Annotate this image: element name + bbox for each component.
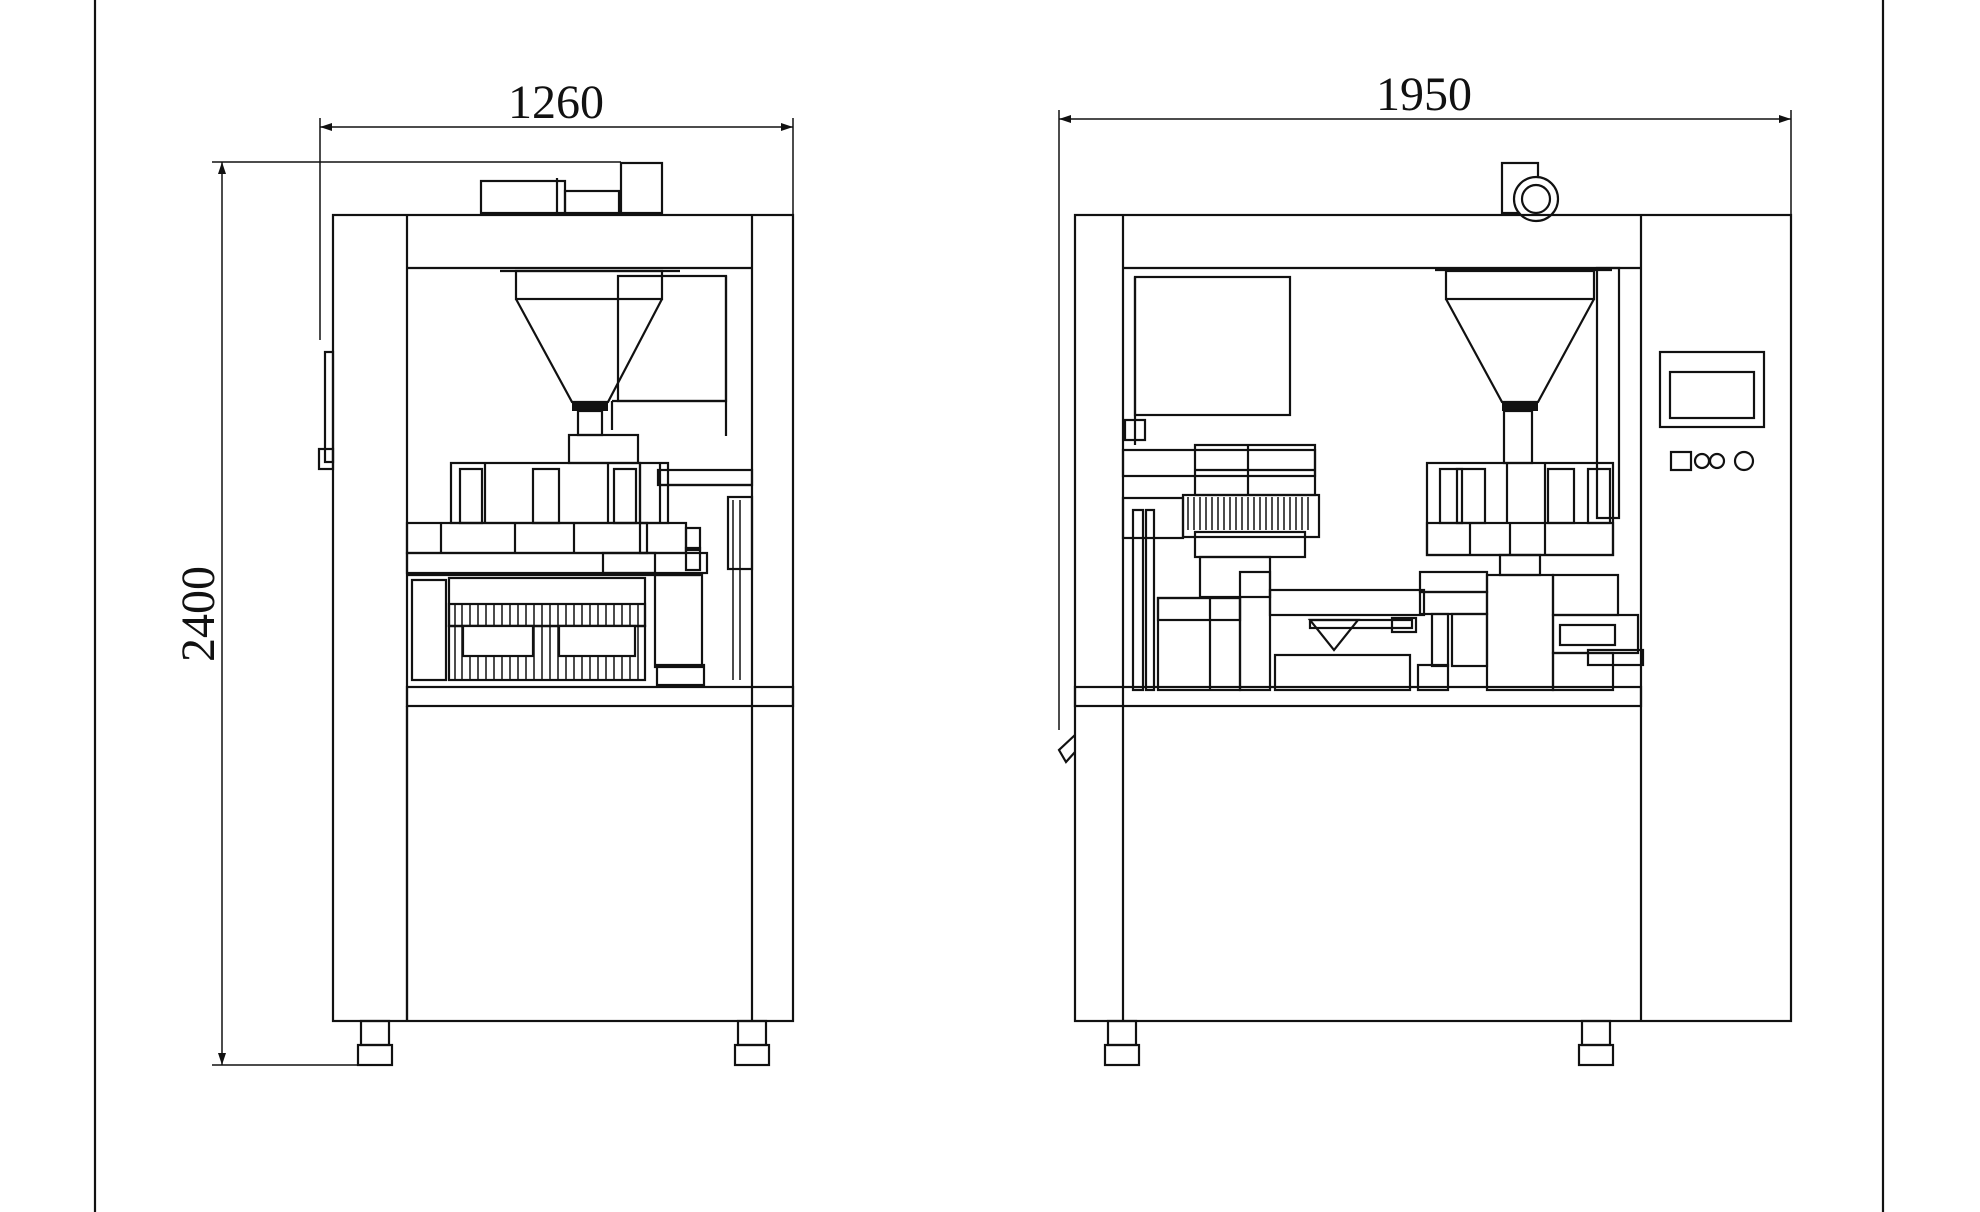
dimension-width-right: 1950 [1058,68,1792,730]
dim-label-1260: 1260 [508,76,604,129]
dimension-height: 2400 [172,161,621,1066]
side-view-machine [317,161,795,1067]
dim-label-2400: 2400 [172,566,225,662]
dim-label-1950: 1950 [1376,68,1472,121]
front-view-machine [1057,161,1793,1067]
dimension-width-left: 1260 [319,76,794,340]
